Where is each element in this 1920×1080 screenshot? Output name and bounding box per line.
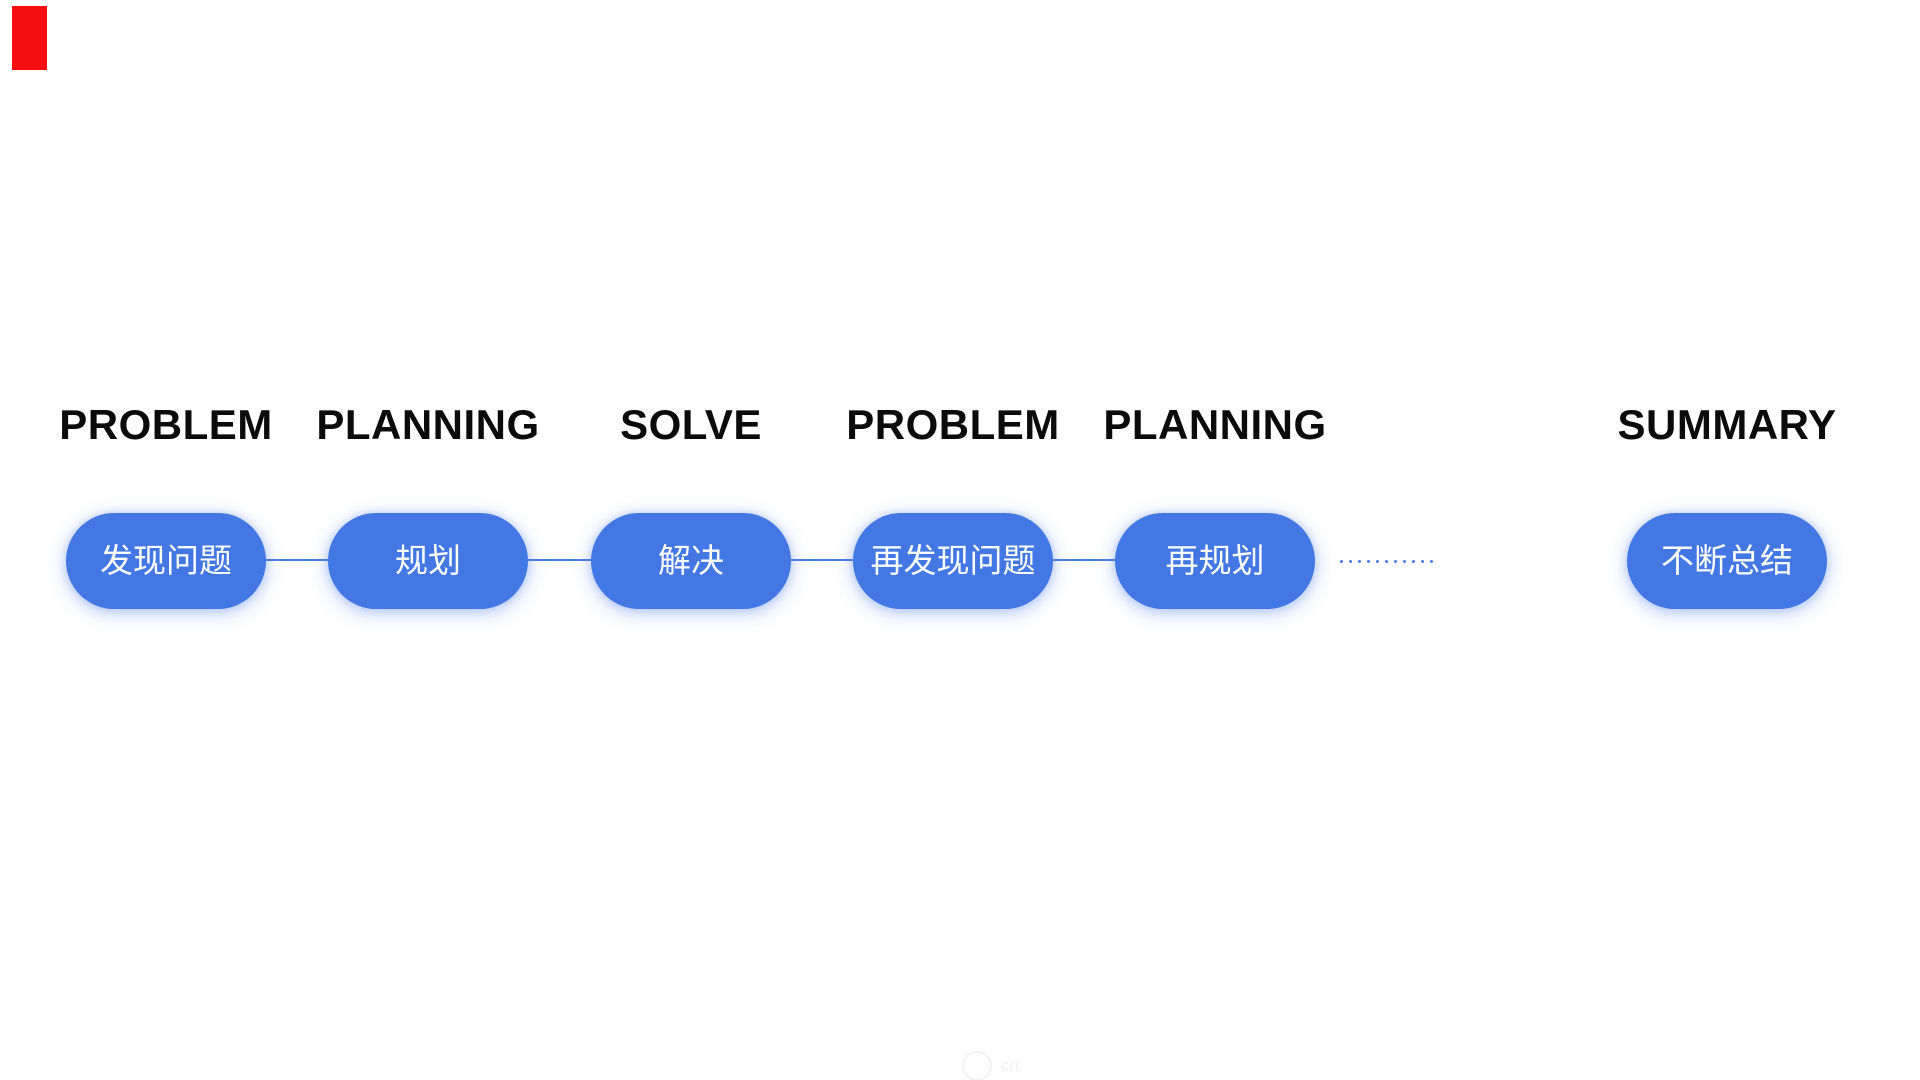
- watermark: cn: [962, 1051, 1019, 1080]
- flow-node-6[interactable]: 不断总结: [1627, 513, 1827, 609]
- connector-3: [791, 559, 853, 561]
- flow-step-3: SOLVE 解决: [561, 403, 821, 609]
- connector-4: [1053, 559, 1115, 561]
- flow-step-5: PLANNING 再规划: [1085, 403, 1345, 609]
- flow-node-1[interactable]: 发现问题: [66, 513, 266, 609]
- watermark-logo-icon: [962, 1051, 992, 1080]
- flow-label-2: PLANNING: [316, 401, 540, 448]
- red-corner-marker: [12, 6, 47, 70]
- flow-label-3: SOLVE: [620, 401, 762, 448]
- dotted-connector: [1340, 560, 1433, 563]
- flow-step-6: SUMMARY 不断总结: [1597, 403, 1857, 609]
- flow-node-5[interactable]: 再规划: [1115, 513, 1315, 609]
- flow-label-4: PROBLEM: [846, 401, 1060, 448]
- watermark-text: cn: [1001, 1056, 1019, 1075]
- flow-node-4[interactable]: 再发现问题: [853, 513, 1053, 609]
- flow-step-4: PROBLEM 再发现问题: [823, 403, 1083, 609]
- connector-2: [528, 559, 591, 561]
- flow-label-5: PLANNING: [1103, 401, 1327, 448]
- flow-label-6: SUMMARY: [1617, 401, 1837, 448]
- flow-node-2[interactable]: 规划: [328, 513, 528, 609]
- flow-step-2: PLANNING 规划: [298, 403, 558, 609]
- connector-1: [266, 559, 328, 561]
- flow-label-1: PROBLEM: [59, 401, 273, 448]
- flow-node-3[interactable]: 解决: [591, 513, 791, 609]
- flow-step-1: PROBLEM 发现问题: [36, 403, 296, 609]
